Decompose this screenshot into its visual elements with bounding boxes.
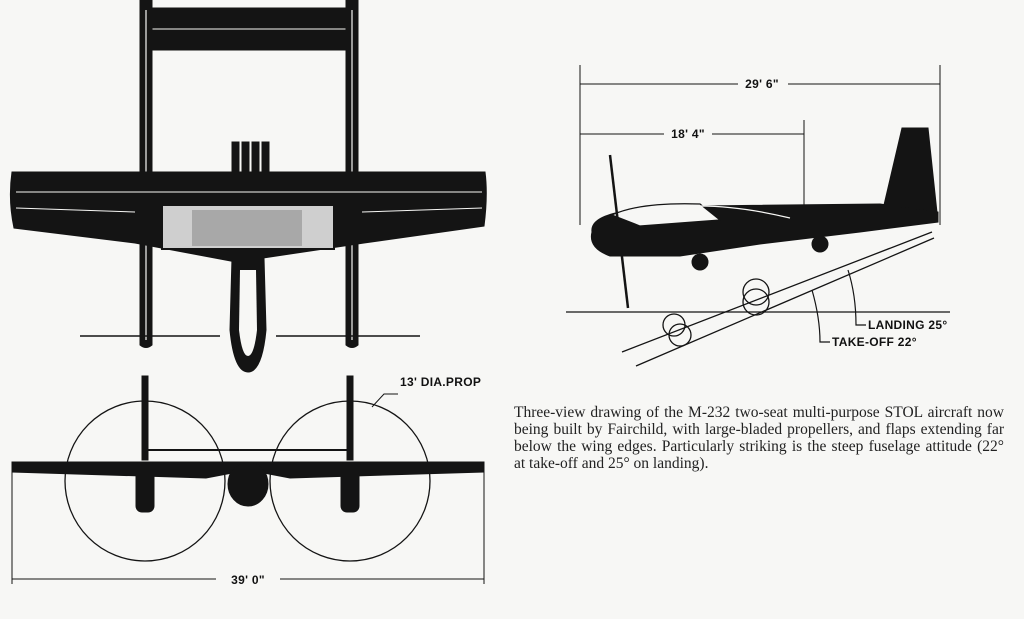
side-view <box>566 65 950 367</box>
prop-diameter-label: 13' DIA.PROP <box>400 375 481 389</box>
span-label: 39' 0" <box>231 573 265 587</box>
front-fuselage <box>227 461 269 507</box>
overall-length-label: 29' 6" <box>745 77 779 91</box>
takeoff-angle-label: TAKE-OFF 22° <box>832 335 917 349</box>
landing-angle-label: LANDING 25° <box>868 318 947 332</box>
figure-caption: Three-view drawing of the M-232 two-seat… <box>514 404 1004 472</box>
front-view <box>11 375 485 584</box>
plan-view <box>9 0 487 373</box>
partial-length-label: 18' 4" <box>671 127 705 141</box>
